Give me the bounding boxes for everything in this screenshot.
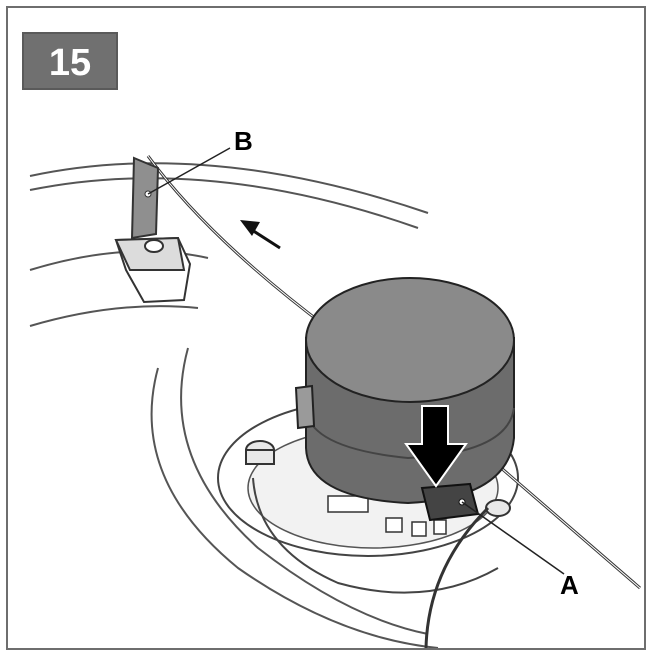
line-cutter-blade: [114, 156, 192, 304]
trimmer-head-diagram: B A: [29, 126, 641, 648]
illustration-frame: B A 15: [6, 6, 646, 650]
spool: [294, 277, 515, 522]
callout-label-b: B: [234, 126, 253, 156]
step-number-badge: 15: [22, 32, 118, 90]
cutting-line: [146, 155, 641, 648]
pull-direction-arrow: [240, 220, 281, 250]
press-down-arrow: [404, 405, 468, 488]
trimmer-guard: [29, 162, 439, 648]
callout-leaders: [147, 147, 565, 575]
callout-label-a: A: [560, 570, 579, 600]
